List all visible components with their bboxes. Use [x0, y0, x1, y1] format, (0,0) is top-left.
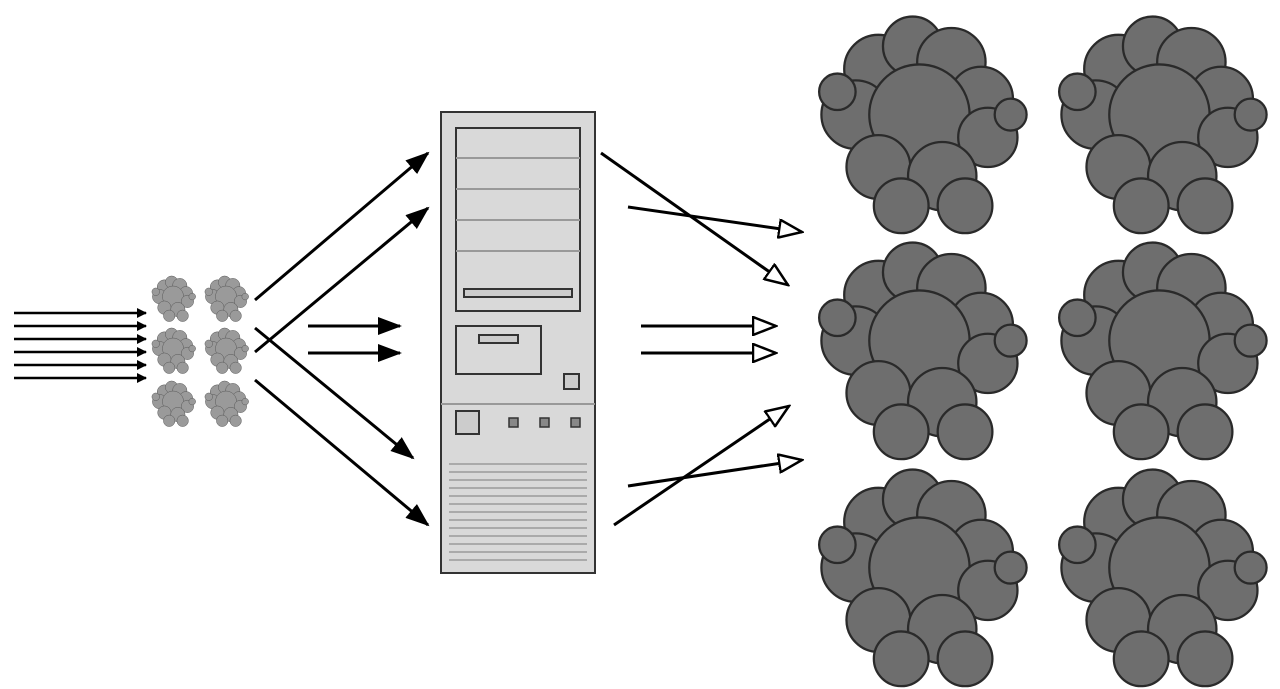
- floppy-drive: [455, 325, 542, 375]
- vent-grille: [449, 463, 587, 561]
- cd-drive-slot: [463, 288, 573, 298]
- output-molecule-5: [817, 468, 1028, 688]
- indicator-light-3: [570, 417, 581, 428]
- indicator-light-2: [539, 417, 550, 428]
- input-to-computer-arrows: [254, 151, 430, 527]
- power-button: [455, 410, 480, 435]
- indicator-light-1: [508, 417, 519, 428]
- input-molecule-6: [204, 380, 249, 427]
- incoming-arrows: [14, 308, 147, 383]
- side-button: [563, 373, 580, 390]
- output-molecule-6: [1057, 468, 1268, 688]
- computer-to-output-arrows: [600, 151, 802, 527]
- input-molecule-1: [151, 275, 196, 322]
- input-molecule-2: [204, 275, 249, 322]
- input-molecules: [151, 275, 249, 427]
- output-molecule-2: [1057, 15, 1268, 235]
- computer-tower: [440, 111, 596, 574]
- input-molecule-3: [151, 327, 196, 374]
- output-molecule-3: [817, 241, 1028, 461]
- output-molecules: [817, 15, 1268, 688]
- input-molecule-5: [151, 380, 196, 427]
- output-molecule-4: [1057, 241, 1268, 461]
- output-molecule-1: [817, 15, 1028, 235]
- floppy-slot: [478, 334, 519, 344]
- input-molecule-4: [204, 327, 249, 374]
